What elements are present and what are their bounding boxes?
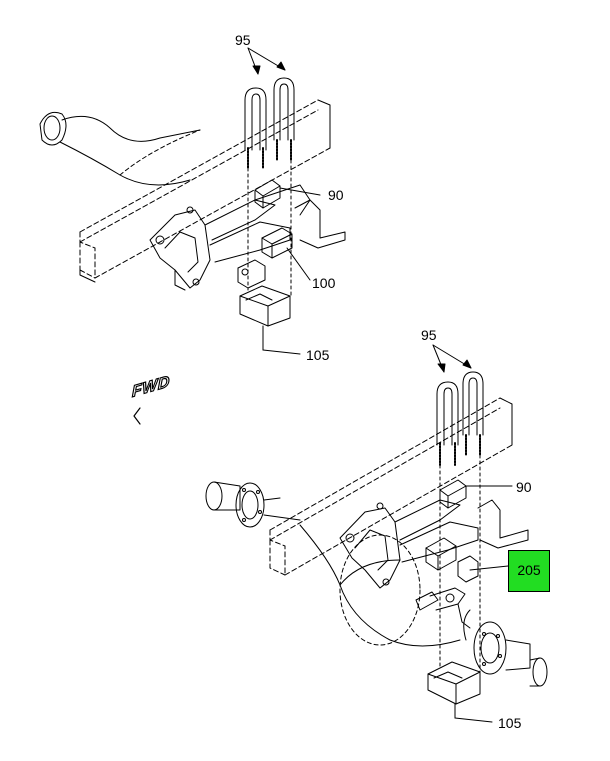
callout-95-bottom: 95 bbox=[421, 327, 437, 343]
top-assembly bbox=[39, 47, 346, 355]
bottom-assembly bbox=[205, 344, 548, 723]
callout-90-top: 90 bbox=[328, 187, 344, 203]
callout-205-highlight[interactable]: 205 bbox=[508, 550, 550, 592]
callout-100-top: 100 bbox=[312, 275, 336, 291]
callout-105-bottom: 105 bbox=[498, 715, 522, 731]
callout-105-top: 105 bbox=[306, 347, 330, 363]
callout-90-bottom: 90 bbox=[516, 479, 532, 495]
callout-95-top: 95 bbox=[235, 32, 251, 48]
